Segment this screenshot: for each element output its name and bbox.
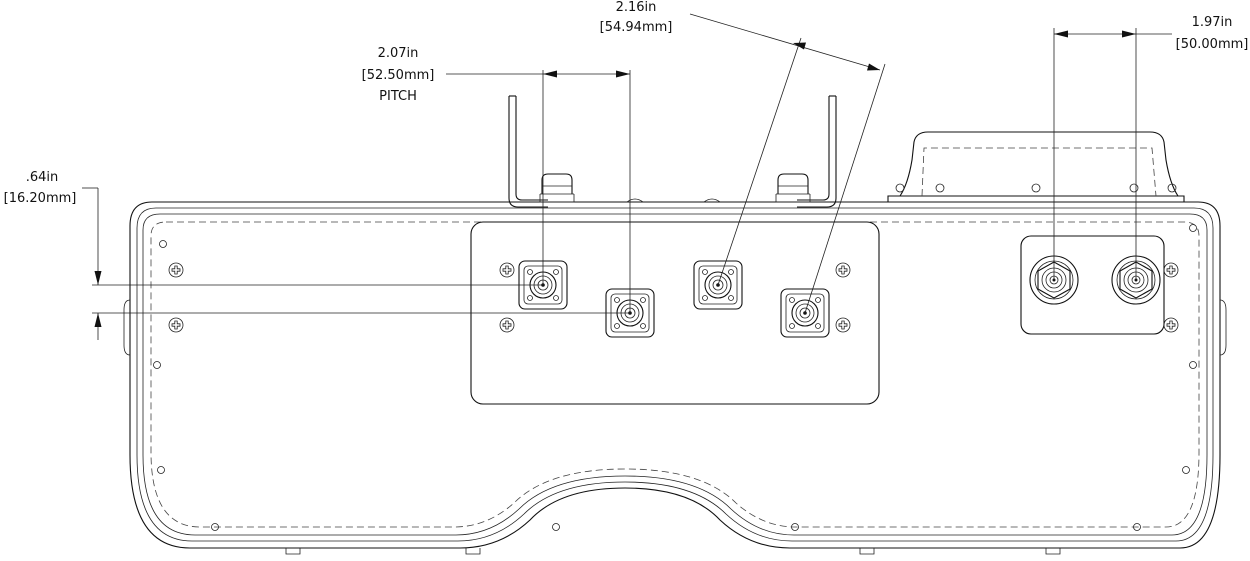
phillips-screw	[835, 317, 851, 333]
dimension-diagonal	[689, 13, 886, 314]
radome-cover	[887, 131, 1185, 202]
phillips-screw	[168, 317, 184, 333]
phillips-screw	[1163, 317, 1179, 333]
n-connector-3	[693, 260, 743, 310]
phillips-screw	[168, 262, 184, 278]
dimension-pitch	[446, 70, 631, 313]
mounting-bracket-left	[508, 95, 575, 208]
vert-mm-label: [16.20mm]	[4, 191, 77, 206]
dimension-vertical	[82, 187, 630, 340]
pitch-inches-label: 2.07in	[378, 46, 419, 61]
dimension-right	[1053, 28, 1172, 280]
phillips-screw	[499, 317, 515, 333]
phillips-screw	[499, 262, 515, 278]
phillips-screw	[835, 262, 851, 278]
top-nub	[703, 198, 721, 203]
phillips-screw	[1163, 262, 1179, 278]
right-connector-plate	[1020, 235, 1165, 335]
vert-inches-label: .64in	[26, 170, 59, 185]
n-connector-4	[780, 288, 830, 338]
top-nub	[626, 198, 644, 203]
enclosure-body	[123, 201, 1227, 555]
pitch-label: PITCH	[379, 89, 417, 104]
diag-inches-label: 2.16in	[616, 0, 657, 15]
diag-mm-label: [54.94mm]	[600, 20, 673, 35]
pitch-mm-label: [52.50mm]	[362, 68, 435, 83]
right-inches-label: 1.97in	[1192, 15, 1233, 30]
mounting-bracket-right	[775, 95, 837, 208]
right-mm-label: [50.00mm]	[1176, 37, 1249, 52]
